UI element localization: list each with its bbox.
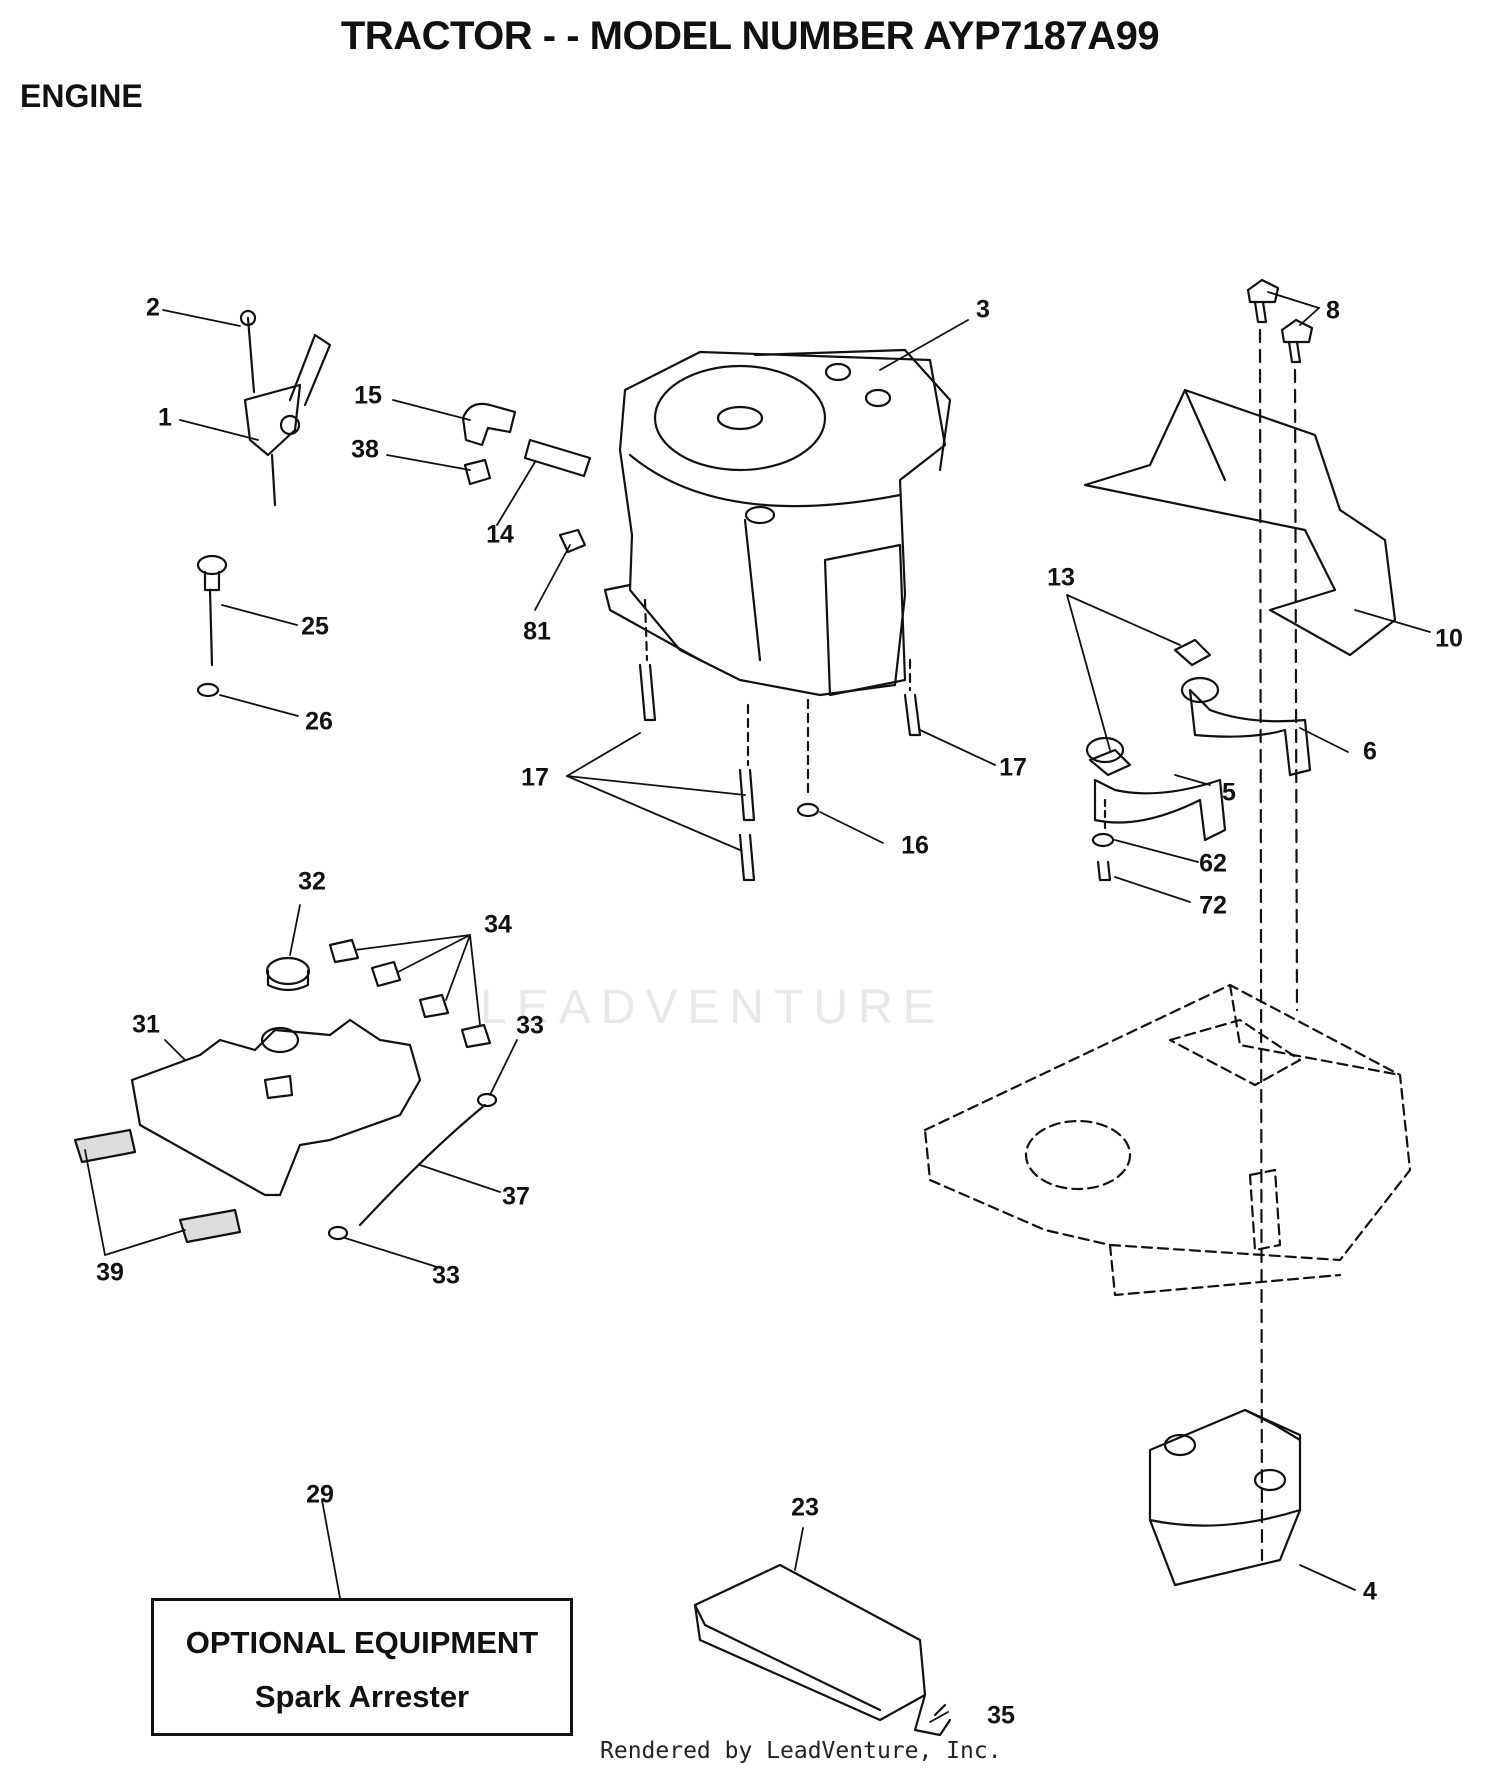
callout-5: 5 (1222, 778, 1236, 807)
muffler-shield (693, 1563, 952, 1737)
callout-32: 32 (298, 867, 326, 896)
footer-credit: Rendered by LeadVenture, Inc. (600, 1738, 1002, 1764)
engine (603, 348, 952, 697)
callout-33-bottom: 33 (432, 1261, 460, 1290)
callout-6: 6 (1363, 737, 1377, 766)
optional-equipment-item: Spark Arrester (254, 1679, 470, 1714)
callout-17-right: 17 (999, 753, 1027, 782)
callout-38: 38 (351, 435, 379, 464)
callout-25: 25 (301, 612, 329, 641)
exhaust-pipes (1085, 638, 1312, 842)
callout-23: 23 (791, 1493, 819, 1522)
callout-62: 62 (1199, 849, 1227, 878)
tractor-frame (923, 983, 1412, 1297)
callout-35: 35 (987, 1701, 1015, 1730)
callout-26: 26 (305, 707, 333, 736)
engine-bolts (638, 598, 922, 882)
callout-10: 10 (1435, 624, 1463, 653)
throttle-control (239, 309, 332, 507)
air-box (73, 938, 492, 1244)
heat-shield (1083, 388, 1397, 657)
callout-72: 72 (1199, 891, 1227, 920)
optional-equipment-box: OPTIONAL EQUIPMENT Spark Arrester (151, 1598, 573, 1736)
muffler (1148, 1408, 1302, 1587)
callout-17-left: 17 (521, 763, 549, 792)
callout-29: 29 (306, 1480, 334, 1509)
callout-81: 81 (523, 617, 551, 646)
pipe-fasteners (1091, 798, 1115, 882)
callout-39: 39 (96, 1258, 124, 1287)
leader-lines (84, 291, 1431, 1723)
callout-37: 37 (502, 1182, 530, 1211)
watermark: LEADVENTURE (480, 981, 945, 1034)
callout-8: 8 (1326, 296, 1340, 325)
shield-bolts (1246, 278, 1314, 1562)
callout-33-top: 33 (516, 1011, 544, 1040)
callout-13: 13 (1047, 563, 1075, 592)
callout-2: 2 (146, 293, 160, 322)
callout-34: 34 (484, 910, 512, 939)
callout-3: 3 (976, 295, 990, 324)
section-title: ENGINE (20, 78, 143, 114)
page-title: TRACTOR - - MODEL NUMBER AYP7187A99 (340, 14, 1160, 58)
optional-equipment-heading: OPTIONAL EQUIPMENT (185, 1625, 539, 1660)
callout-16: 16 (901, 831, 929, 860)
callout-4: 4 (1363, 1577, 1377, 1606)
choke-control (196, 554, 228, 698)
callout-1: 1 (158, 403, 172, 432)
callout-14: 14 (486, 520, 514, 549)
breather-hose (327, 1092, 498, 1241)
callout-15: 15 (354, 381, 382, 410)
fuel-fitting (461, 402, 592, 554)
callout-31: 31 (132, 1010, 160, 1039)
